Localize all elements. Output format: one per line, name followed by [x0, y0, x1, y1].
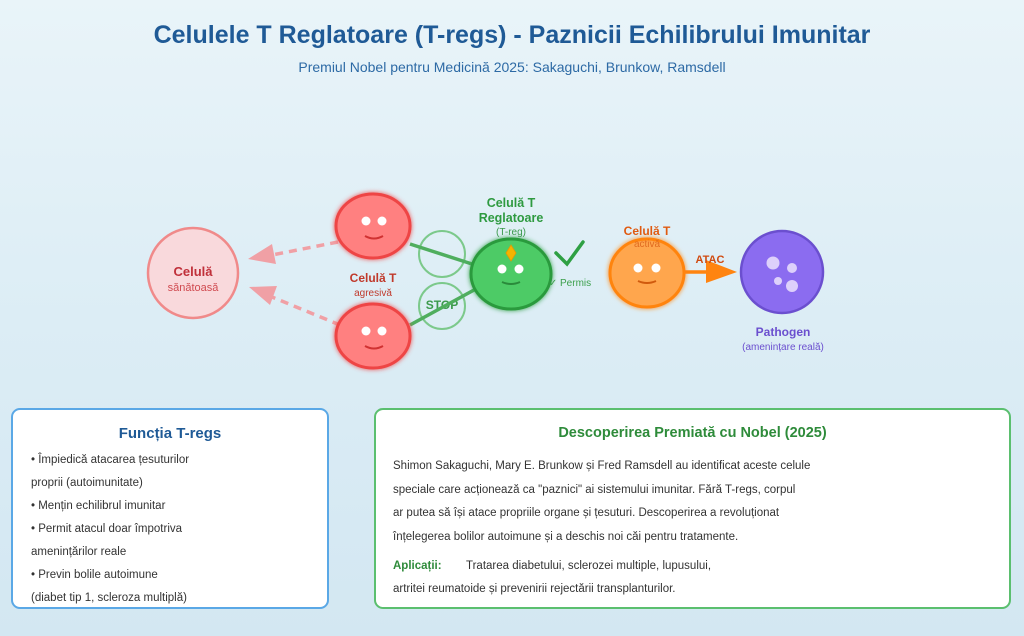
function-line: • Previn bolile autoimune: [31, 569, 158, 581]
pathogen-dot: [766, 256, 780, 270]
smile-icon: [501, 281, 521, 285]
inhibition-line-top: [409, 242, 473, 266]
pathogen-sublabel: (amenințare reală): [742, 342, 824, 353]
paragraph-line: Shimon Sakaguchi, Mary E. Brunkow și Fre…: [393, 460, 811, 472]
pathogen-dot: [787, 263, 797, 273]
function-line: (diabet tip 1, scleroza multiplă): [31, 592, 187, 604]
page-subtitle: Premiul Nobel pentru Medicină 2025: Saka…: [298, 59, 726, 75]
permit-label: ✓ Permis: [549, 278, 591, 289]
checkmark-icon: [554, 240, 585, 267]
paragraph-line: speciale care acționează ca "paznici" ai…: [393, 483, 796, 496]
function-line: • Mențin echilibrul imunitar: [31, 500, 166, 512]
function-card: Funcția T-regs • Împiedică atacarea țesu…: [11, 408, 329, 609]
eye-icon: [514, 264, 524, 274]
function-line: • Împiedică atacarea țesuturilor: [31, 454, 190, 466]
pathogen-label: Pathogen: [756, 325, 811, 339]
eye-icon: [361, 326, 371, 336]
active-cell-sublabel: activă: [634, 239, 661, 250]
eye-icon: [651, 263, 661, 273]
smile-icon: [364, 235, 384, 240]
nobel-paragraph: Shimon Sakaguchi, Mary E. Brunkow și Fre…: [393, 458, 810, 552]
function-line: • Permit atacul doar împotriva: [31, 523, 183, 535]
treg-label-line1: Celulă T: [487, 196, 536, 210]
page-title: Celulele T Reglatoare (T-regs) - Paznici…: [153, 21, 871, 49]
active-cell-label: Celulă T: [624, 224, 671, 238]
pathogen: [739, 229, 825, 315]
aggressive-cell-label: Celulă T: [350, 271, 397, 285]
function-line: amenințărilor reale: [31, 546, 127, 558]
treg-cell: [469, 237, 553, 311]
smile-icon: [364, 345, 384, 350]
dashed-arrow-bottom: [249, 286, 341, 327]
crown-icon: [505, 244, 517, 262]
applications: Aplicații: Tratarea diabetului, sclerozei…: [393, 558, 711, 604]
function-line: proprii (autoimunitate): [31, 477, 143, 489]
eye-icon: [377, 326, 387, 336]
applications-label: Aplicații:: [393, 560, 442, 572]
dashed-arrow-top: [248, 240, 339, 264]
healthy-cell-label: Celulă: [173, 264, 213, 279]
nobel-card-title: Descoperirea Premiată cu Nobel (2025): [558, 425, 827, 441]
function-card-title: Funcția T-regs: [118, 425, 222, 442]
treg-label-line2: Reglatoare: [479, 211, 544, 225]
stop-circle-top: [418, 230, 466, 278]
healthy-cell-sublabel: sănătoasă: [168, 282, 220, 294]
eye-icon: [497, 264, 507, 274]
applications-line2: artritei reumatoide și prevenirii reject…: [393, 583, 676, 595]
paragraph-line: înțelegerea bolilor autoimune și a desch…: [393, 530, 739, 543]
pathogen-dot: [774, 277, 782, 285]
inhibition-line-bottom: [409, 288, 475, 327]
attack-label: ATAC: [696, 254, 725, 266]
smile-icon: [637, 280, 657, 284]
pathogen-dot: [786, 280, 798, 292]
immune-diagram: Celulă sănătoasă STOP Celulă T agresivă …: [146, 192, 825, 370]
eye-icon: [361, 216, 371, 226]
eye-icon: [377, 216, 387, 226]
function-list: • Împiedică atacarea țesuturilor proprii…: [31, 452, 189, 613]
aggressive-cell-sublabel: agresivă: [354, 288, 392, 299]
aggressive-t-cell-bottom: [334, 302, 412, 370]
nobel-card: Descoperirea Premiată cu Nobel (2025) Sh…: [374, 408, 1011, 609]
eye-icon: [633, 263, 643, 273]
applications-line1: Tratarea diabetului, sclerozei multiple,…: [466, 560, 712, 572]
attack-arrow: [684, 260, 737, 283]
healthy-cell: Celulă sănătoasă: [146, 226, 240, 320]
treg-sublabel: (T-reg): [496, 227, 526, 238]
aggressive-t-cell-top: [334, 192, 412, 260]
paragraph-line: ar putea să își atace propriile organe ș…: [393, 507, 780, 519]
